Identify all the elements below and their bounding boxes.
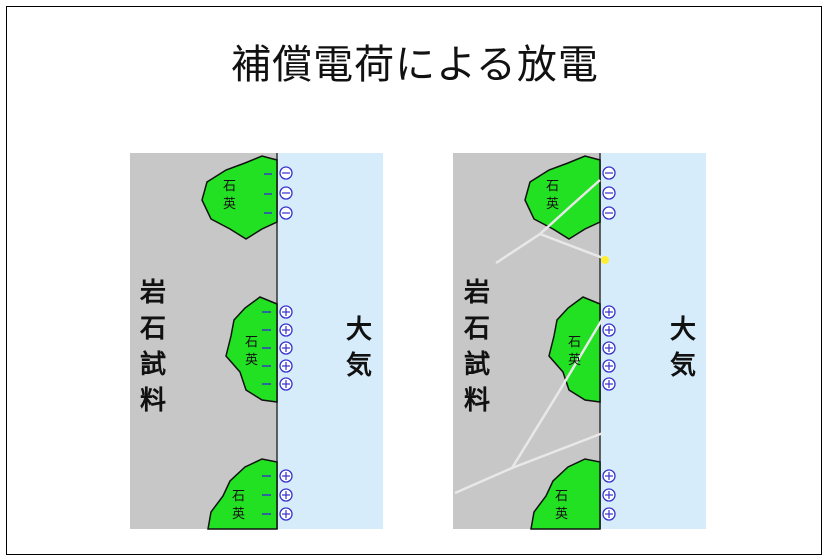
slide-frame bbox=[6, 6, 822, 555]
left-quartz-grain-top bbox=[201, 155, 278, 240]
right-panel: 石 英 石 英 石 英 bbox=[453, 153, 706, 530]
right-air-area bbox=[600, 153, 706, 529]
right-rock-sample-label: 岩石試料 bbox=[463, 278, 490, 416]
left-air-area bbox=[277, 153, 383, 529]
right-quartz-grain-top bbox=[524, 155, 601, 240]
left-quartz-label-top: 石 bbox=[223, 179, 236, 194]
left-quartz-label-bottom: 石 bbox=[232, 489, 245, 504]
left-quartz-grain-bottom bbox=[207, 458, 278, 530]
right-quartz-label-bottom-2: 英 bbox=[555, 507, 568, 522]
right-quartz-label-top: 石 bbox=[546, 179, 559, 194]
left-rock-sample-label: 岩石試料 bbox=[139, 278, 166, 416]
right-quartz-label-middle-2: 英 bbox=[568, 353, 581, 368]
discharge-paths bbox=[454, 179, 605, 495]
left-quartz-label-middle: 石 bbox=[245, 335, 258, 350]
left-quartz-label-top-2: 英 bbox=[223, 197, 236, 212]
right-compensating-charges bbox=[602, 166, 616, 521]
left-quartz-grain-middle bbox=[225, 296, 278, 403]
left-quartz-label-middle-2: 英 bbox=[245, 353, 258, 368]
right-quartz-grain-middle bbox=[548, 296, 601, 403]
left-panel: 石 英 石 英 石 英 bbox=[130, 153, 383, 530]
discharge-spark bbox=[601, 256, 609, 264]
left-air-label: 大気 bbox=[345, 315, 372, 381]
left-negative-charges bbox=[262, 173, 272, 515]
right-quartz-label-top-2: 英 bbox=[546, 197, 559, 212]
slide-title: 補償電荷による放電 bbox=[231, 42, 599, 88]
right-quartz-grain-bottom bbox=[530, 458, 601, 530]
left-compensating-charge-signs bbox=[282, 172, 290, 518]
left-quartz-label-bottom-2: 英 bbox=[232, 507, 245, 522]
right-air-label: 大気 bbox=[669, 315, 696, 381]
right-compensating-charge-signs bbox=[605, 172, 613, 518]
right-quartz-label-bottom: 石 bbox=[555, 489, 568, 504]
right-quartz-label-middle: 石 bbox=[568, 335, 581, 350]
